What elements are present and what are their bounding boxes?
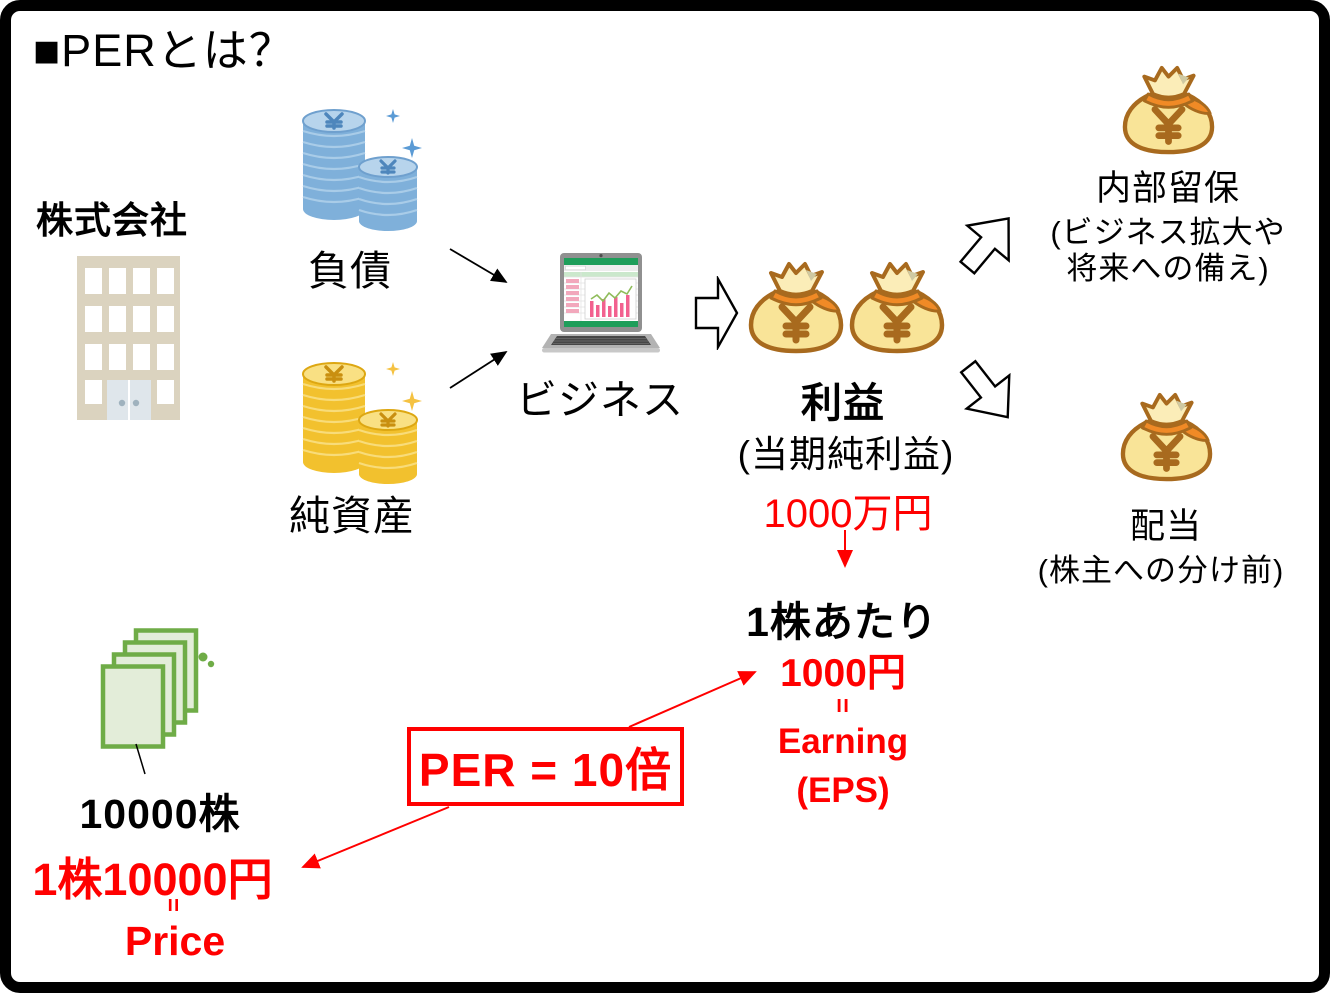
per-formula-text: PER = 10倍 [418,743,673,796]
eps-abbr: (EPS) [796,771,890,810]
price-amount: 1株10000円 [32,854,273,905]
profit-note: (当期純利益) [737,434,955,475]
retained-earnings-note-line2: 将来への備え) [1066,251,1270,286]
price-equals: = [158,897,186,913]
laptop-icon [542,253,660,353]
eps-label: Earning [777,722,909,761]
block-arrow-right-icon [694,276,739,350]
money-bag-icon [1122,65,1215,155]
money-bag-icon [1120,392,1213,482]
money-bag-icon [748,262,844,354]
gold-coin-stack-icon [302,362,422,484]
eps-amount: 1000円 [780,652,906,695]
building-icon [77,256,180,420]
block-arrow-down-right-icon [959,359,1011,419]
eps-heading: 1株あたり [746,599,938,645]
dividend-label: 配当 [1129,507,1202,546]
share-certificates-icon [100,628,215,749]
retained-earnings-label: 内部留保 [1095,169,1240,208]
arrow-per-to-price [301,806,450,869]
profit-label: 利益 [801,380,885,426]
per-formula-box: PER = 10倍 [407,727,684,806]
blue-coin-stack-icon [302,109,422,231]
arrow-equity-to-business [449,351,508,389]
equity-label: 純資産 [289,493,415,539]
price-label: Price [124,918,226,964]
shares-count: 10000株 [79,791,241,837]
profit-amount: 1000万円 [763,492,933,536]
dividend-note: (株主への分け前) [1037,553,1285,588]
page-title: ■PERとは？ [33,25,295,76]
business-label: ビジネス [516,377,684,423]
block-arrow-up-right-icon [958,217,1010,275]
retained-earnings-note-line1: (ビジネス拡大や [1050,215,1286,250]
arrow-debt-to-business [449,248,508,283]
eps-equals: = [828,697,859,714]
debt-label: 負債 [308,248,392,294]
money-bag-icon [849,262,945,354]
company-label: 株式会社 [36,200,188,241]
